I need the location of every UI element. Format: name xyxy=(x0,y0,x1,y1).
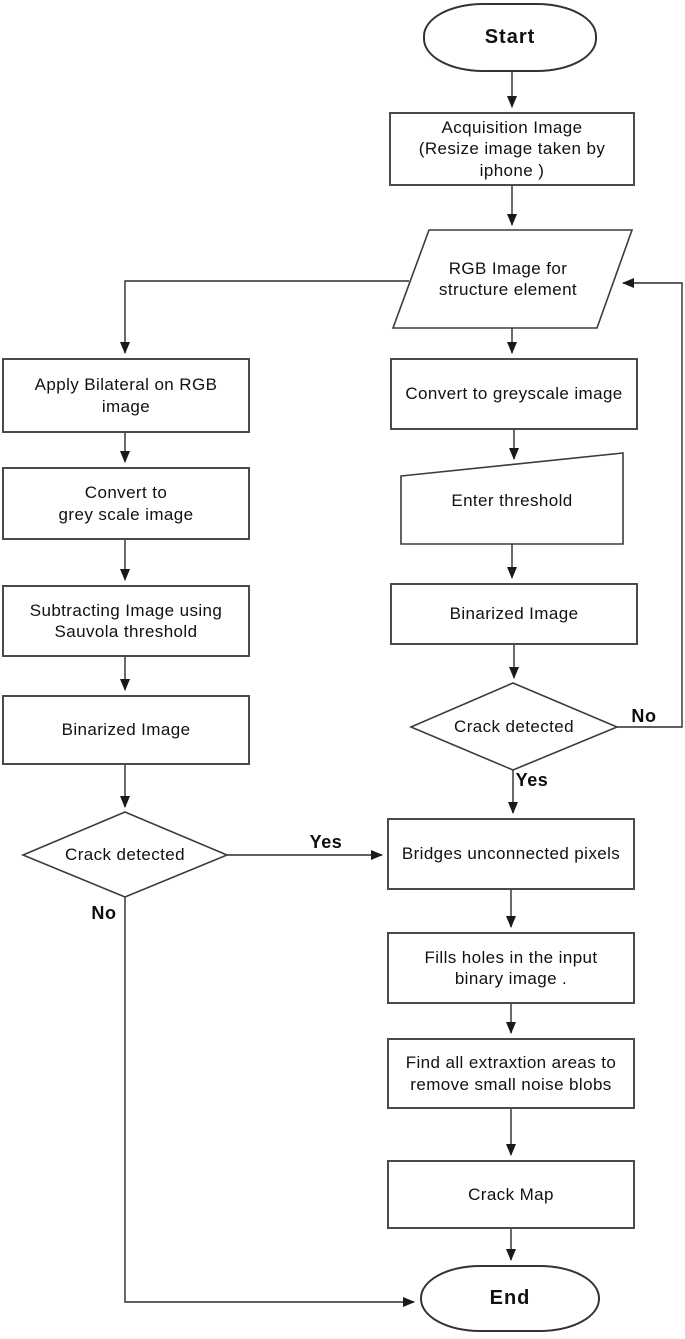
node-start: Start xyxy=(423,3,597,72)
enter-threshold-manual-input-shape xyxy=(400,452,624,545)
find-areas-label-line2: remove small noise blobs xyxy=(410,1074,612,1094)
subtracting-label-line1: Subtracting Image using xyxy=(29,600,223,620)
rgb-input-label-line1: RGB Image for xyxy=(448,258,568,278)
edge-label-yes-right: Yes xyxy=(515,770,549,790)
node-find-areas: Find all extraxtion areas to remove smal… xyxy=(387,1038,635,1109)
node-fills-holes: Fills holes in the input binary image . xyxy=(387,932,635,1004)
subtracting-label-line2: Sauvola threshold xyxy=(54,622,198,641)
start-label: Start xyxy=(484,25,536,48)
crack-map-label: Crack Map xyxy=(468,1184,554,1204)
node-rgb-input-label: RGB Image for structure element xyxy=(400,232,616,326)
enter-threshold-label: Enter threshold xyxy=(451,491,573,511)
edge-crack-left-no-to-end xyxy=(124,897,415,1307)
edge-label-no-left: No xyxy=(91,903,117,923)
rgb-input-parallelogram xyxy=(391,229,634,329)
node-enter-threshold-label: Enter threshold xyxy=(401,458,623,544)
node-convert-grey-right: Convert to greyscale image xyxy=(390,358,638,430)
node-binarized-left: Binarized Image xyxy=(2,695,250,765)
binarized-left-label: Binarized Image xyxy=(61,720,191,740)
bridges-label: Bridges unconnected pixels xyxy=(401,844,621,864)
node-crack-detected-left-label: Crack detected xyxy=(23,814,227,896)
node-binarized-right: Binarized Image xyxy=(390,583,638,645)
edge-label-no-right: No xyxy=(631,706,657,726)
find-areas-label-line1: Find all extraxtion areas to xyxy=(405,1053,617,1073)
fills-holes-label-line2: binary image . xyxy=(454,969,568,988)
node-crack-map: Crack Map xyxy=(387,1160,635,1229)
node-acquisition: Acquisition Image (Resize image taken by… xyxy=(389,112,635,186)
end-label: End xyxy=(489,1286,531,1309)
convert-grey-left-label-line2: grey scale image xyxy=(58,504,194,524)
node-apply-bilateral: Apply Bilateral on RGB image xyxy=(2,358,250,433)
acquisition-label-line1: Acquisition Image xyxy=(441,117,583,137)
node-end: End xyxy=(420,1265,600,1332)
crack-detected-left-label: Crack detected xyxy=(65,845,185,865)
acquisition-label-line2: (Resize image taken by xyxy=(418,139,606,159)
acquisition-label-line3: iphone ) xyxy=(479,160,545,180)
binarized-right-label: Binarized Image xyxy=(449,604,579,624)
fills-holes-label-line1: Fills holes in the input xyxy=(424,947,598,967)
node-subtracting: Subtracting Image using Sauvola threshol… xyxy=(2,585,250,657)
convert-grey-right-label: Convert to greyscale image xyxy=(405,384,623,404)
crack-detected-right-label: Crack detected xyxy=(454,717,574,737)
edge-label-yes-left: Yes xyxy=(309,832,343,852)
apply-bilateral-label-line2: image xyxy=(101,396,151,416)
rgb-input-label-line2: structure element xyxy=(438,280,578,299)
node-bridges: Bridges unconnected pixels xyxy=(387,818,635,890)
edge-crack-right-no-loop-to-rgb-input xyxy=(617,278,683,728)
node-crack-detected-right-label: Crack detected xyxy=(411,685,617,769)
convert-grey-left-label-line1: Convert to xyxy=(84,483,168,503)
apply-bilateral-label-line1: Apply Bilateral on RGB xyxy=(34,375,218,395)
node-convert-grey-left: Convert to grey scale image xyxy=(2,467,250,540)
edge-rgb-input-to-apply-bilateral xyxy=(120,280,409,354)
